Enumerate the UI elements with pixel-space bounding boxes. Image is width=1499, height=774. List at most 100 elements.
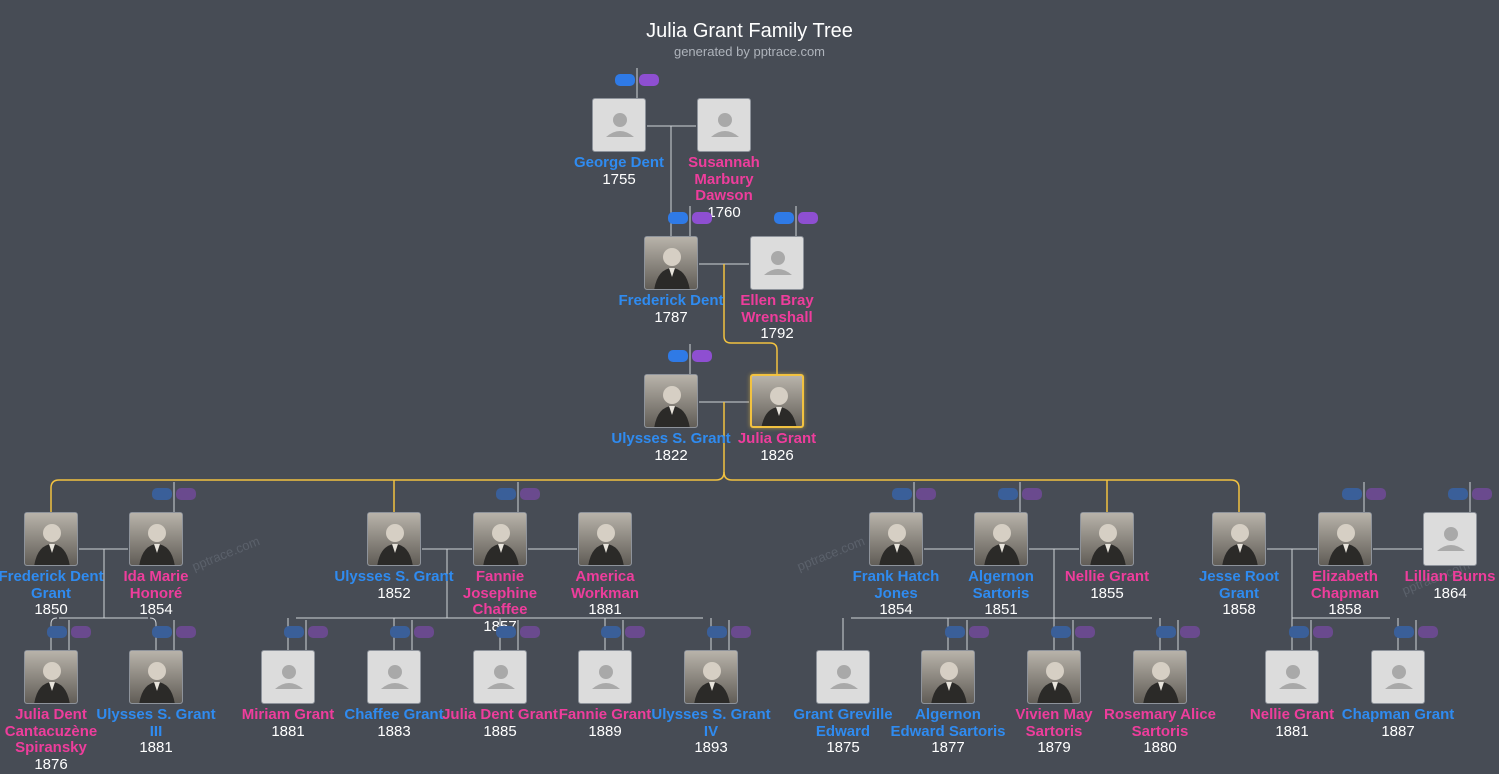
show-father-button[interactable] <box>998 488 1018 500</box>
show-father-button[interactable] <box>892 488 912 500</box>
person-name[interactable]: Susannah Marbury Dawson <box>688 154 760 204</box>
show-father-button[interactable] <box>1394 626 1414 638</box>
person-name[interactable]: Rosemary Alice Sartoris <box>1103 706 1216 740</box>
show-mother-button[interactable] <box>520 626 540 638</box>
show-mother-button[interactable] <box>1022 488 1042 500</box>
portrait-photo[interactable] <box>473 512 527 566</box>
portrait-photo[interactable] <box>367 512 421 566</box>
show-father-button[interactable] <box>496 626 516 638</box>
avatar-placeholder-icon[interactable] <box>816 650 870 704</box>
show-father-button[interactable] <box>1289 626 1309 638</box>
person-card-fannie-chaffee[interactable]: Fannie Josephine Chaffee1857 <box>440 512 560 635</box>
person-name[interactable]: Frederick Dent Grant <box>0 568 104 602</box>
show-father-button[interactable] <box>1342 488 1362 500</box>
person-name[interactable]: Algernon Sartoris <box>968 568 1034 602</box>
show-mother-button[interactable] <box>414 626 434 638</box>
avatar-placeholder-icon[interactable] <box>578 650 632 704</box>
person-name[interactable]: Julia Grant <box>737 430 817 447</box>
person-name[interactable]: Chapman Grant <box>1341 706 1455 723</box>
show-mother-button[interactable] <box>520 488 540 500</box>
avatar-placeholder-icon[interactable] <box>750 236 804 290</box>
person-name[interactable]: Julia Dent Cantacuzène Spiransky <box>4 706 98 756</box>
avatar-placeholder-icon[interactable] <box>1265 650 1319 704</box>
show-mother-button[interactable] <box>731 626 751 638</box>
person-name[interactable]: Fannie Josephine Chaffee <box>462 568 538 618</box>
show-father-button[interactable] <box>774 212 794 224</box>
show-mother-button[interactable] <box>176 626 196 638</box>
person-name[interactable]: Nellie Grant <box>1249 706 1335 723</box>
show-father-button[interactable] <box>945 626 965 638</box>
show-mother-button[interactable] <box>1418 626 1438 638</box>
person-name[interactable]: Jesse Root Grant <box>1198 568 1280 602</box>
portrait-photo[interactable] <box>750 374 804 428</box>
portrait-photo[interactable] <box>644 374 698 428</box>
person-name[interactable]: Algernon Edward Sartoris <box>890 706 1006 740</box>
show-mother-button[interactable] <box>798 212 818 224</box>
avatar-placeholder-icon[interactable] <box>1423 512 1477 566</box>
person-name[interactable]: Ulysses S. Grant <box>611 430 731 447</box>
portrait-photo[interactable] <box>974 512 1028 566</box>
person-name[interactable]: Ulysses S. Grant IV <box>651 706 771 740</box>
show-father-button[interactable] <box>152 488 172 500</box>
person-name[interactable]: America Workman <box>570 568 640 602</box>
portrait-photo[interactable] <box>24 512 78 566</box>
show-father-button[interactable] <box>284 626 304 638</box>
show-father-button[interactable] <box>1051 626 1071 638</box>
portrait-photo[interactable] <box>921 650 975 704</box>
avatar-placeholder-icon[interactable] <box>473 650 527 704</box>
person-name[interactable]: Grant Greville Edward <box>793 706 893 740</box>
portrait-photo[interactable] <box>24 650 78 704</box>
avatar-placeholder-icon[interactable] <box>261 650 315 704</box>
show-father-button[interactable] <box>390 626 410 638</box>
show-mother-button[interactable] <box>692 212 712 224</box>
person-name[interactable]: Nellie Grant <box>1064 568 1150 585</box>
show-father-button[interactable] <box>1156 626 1176 638</box>
person-name[interactable]: Ida Marie Honoré <box>123 568 189 602</box>
person-name[interactable]: Elizabeth Chapman <box>1310 568 1380 602</box>
portrait-photo[interactable] <box>129 512 183 566</box>
person-name[interactable]: Miriam Grant <box>241 706 335 723</box>
person-name[interactable]: Frank Hatch Jones <box>852 568 940 602</box>
person-name[interactable]: Ulysses S. Grant <box>334 568 454 585</box>
show-mother-button[interactable] <box>1366 488 1386 500</box>
show-mother-button[interactable] <box>1472 488 1492 500</box>
show-father-button[interactable] <box>152 626 172 638</box>
person-name[interactable]: George Dent <box>573 154 664 171</box>
show-mother-button[interactable] <box>308 626 328 638</box>
portrait-photo[interactable] <box>869 512 923 566</box>
portrait-photo[interactable] <box>129 650 183 704</box>
avatar-placeholder-icon[interactable] <box>1371 650 1425 704</box>
show-father-button[interactable] <box>668 212 688 224</box>
show-mother-button[interactable] <box>1313 626 1333 638</box>
person-name[interactable]: Chaffee Grant <box>344 706 444 723</box>
portrait-photo[interactable] <box>1080 512 1134 566</box>
person-name[interactable]: Fannie Grant <box>558 706 652 723</box>
show-father-button[interactable] <box>1448 488 1468 500</box>
show-mother-button[interactable] <box>639 74 659 86</box>
avatar-placeholder-icon[interactable] <box>697 98 751 152</box>
show-mother-button[interactable] <box>176 488 196 500</box>
